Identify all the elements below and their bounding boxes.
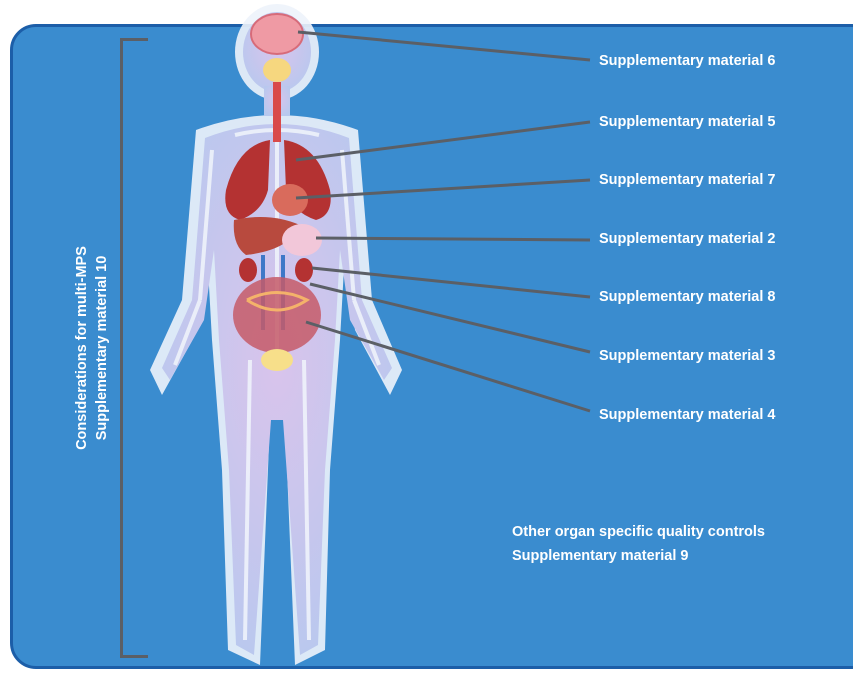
other-note-line1: Other organ specific quality controls [512,520,765,544]
connector-brain [298,32,590,60]
connector-colon [306,322,590,411]
label-lungs: Supplementary material 5 [599,114,776,130]
other-note-line2: Supplementary material 9 [512,544,765,568]
label-heart: Supplementary material 7 [599,172,776,188]
label-intestine: Supplementary material 3 [599,348,776,364]
label-kidneys: Supplementary material 8 [599,289,776,305]
label-colon: Supplementary material 4 [599,407,776,423]
other-note: Other organ specific quality controls Su… [512,520,765,568]
side-label: Considerations for multi-MPS Supplementa… [72,246,112,450]
connector-stomach [316,238,590,240]
connector-kidneys [312,268,590,297]
connector-intestine [310,284,590,352]
label-brain: Supplementary material 6 [599,53,776,69]
side-label-line2: Supplementary material 10 [92,246,112,450]
connector-heart [296,180,590,198]
label-stomach: Supplementary material 2 [599,231,776,247]
connector-lungs [296,122,590,160]
bracket [120,38,148,658]
side-label-line1: Considerations for multi-MPS [72,246,92,450]
